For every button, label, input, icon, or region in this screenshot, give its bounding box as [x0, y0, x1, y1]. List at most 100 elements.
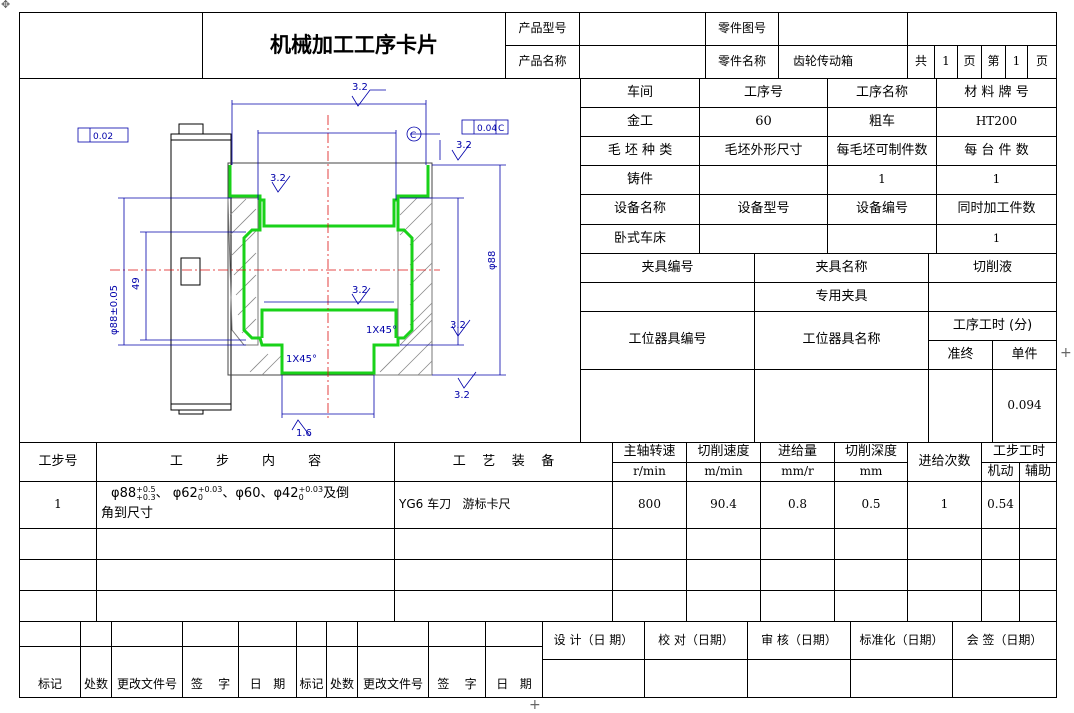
passes-header: 进给次数: [918, 453, 971, 469]
blank-size-value: [700, 166, 827, 194]
step-row-1-cutting-speed: 90.4: [710, 497, 737, 512]
op-no-label: 工序号: [743, 84, 783, 100]
blank-size-label: 毛坯外形尺寸: [724, 142, 803, 158]
doc-no-label: 更改文件号: [116, 676, 177, 691]
op-time-label: 工序工时 (分): [952, 317, 1033, 333]
roughness-label-6: 3.2: [454, 390, 470, 401]
roughness-label-7: 1.6: [296, 428, 312, 439]
sign-label: 会 签（日期）: [966, 632, 1043, 647]
step-row-1-passes: 1: [940, 497, 949, 512]
signature-label: 签 字: [190, 676, 231, 691]
fixture-name-value: 专用夹具: [815, 288, 868, 304]
unit-time-value: 0.094: [1007, 398, 1042, 413]
op-name-value: 粗车: [868, 113, 895, 129]
workshop-label: 车间: [626, 84, 653, 100]
fixture-no-value: [581, 283, 754, 311]
workshop-value: 金工: [626, 113, 653, 129]
station-tool-name-label: 工位器具名称: [802, 332, 881, 348]
page-unit-1: 页: [963, 54, 976, 69]
expand-right-icon[interactable]: +: [1060, 345, 1072, 361]
tolerance-frame-2: [461, 119, 509, 135]
material-label: 材 料 牌 号: [964, 84, 1029, 100]
part-name-value: 齿轮传动箱: [793, 54, 854, 69]
parts-per-blank-value: 1: [878, 172, 886, 187]
depth-unit: mm: [859, 464, 883, 479]
unit-time-label: 单件: [1011, 346, 1038, 362]
equip-model-label: 设备型号: [737, 201, 790, 217]
current-label: 第: [987, 54, 1000, 69]
equip-name-label: 设备名称: [613, 201, 666, 217]
signature-label-2: 签 字: [437, 676, 477, 691]
feed-header: 进给量: [777, 444, 817, 460]
date-label: 日 期: [249, 676, 286, 691]
page-unit-2: 页: [1035, 54, 1048, 69]
spindle-speed-header: 主轴转速: [623, 444, 676, 460]
roughness-label-5: 3.2: [450, 320, 466, 331]
product-model-label: 产品型号: [518, 21, 567, 36]
material-value: HT200: [975, 114, 1018, 129]
equip-name-value: 卧式车床: [613, 230, 666, 246]
dim-label-right: φ88: [487, 251, 498, 270]
feed-unit: mm/r: [781, 464, 814, 479]
expand-bottom-icon[interactable]: +: [529, 697, 541, 713]
tolerance-value-2: 0.04: [477, 124, 497, 134]
step-row-1-equipment: YG6 车刀 游标卡尺: [399, 497, 511, 512]
roughness-label-2: 3.2: [270, 173, 286, 184]
spindle-speed-unit: r/min: [633, 464, 666, 479]
review-label: 审 核（日期）: [761, 632, 837, 647]
depth-header: 切削深度: [844, 444, 897, 460]
step-row-1-spindle-speed: 800: [638, 497, 661, 512]
parts-per-unit-label: 每 台 件 数: [964, 142, 1029, 158]
machine-time-header: 机动: [987, 463, 1014, 479]
content-header: 工 步 内 容: [169, 453, 322, 469]
page-title: 机械加工工序卡片: [270, 32, 438, 58]
parts-per-unit-value: 1: [992, 172, 1001, 187]
dim-label-49: 49: [131, 277, 142, 290]
step-time-header: 工步工时: [992, 444, 1045, 460]
roughness-label-4: 3.2: [352, 285, 368, 296]
fixture-no-label: 夹具编号: [641, 259, 694, 275]
tolerance-value-1: 0.02: [93, 132, 113, 142]
equip-no-value: [828, 225, 936, 253]
station-tool-no-label: 工位器具编号: [628, 332, 707, 348]
cutting-speed-header: 切削速度: [697, 444, 750, 460]
move-handle-icon[interactable]: ✥: [1, 0, 11, 11]
place-label-2: 处数: [329, 676, 354, 691]
datum-label-1: C: [498, 124, 504, 134]
simultaneous-value: 1: [993, 231, 1000, 245]
chamfer-label-2: 1X45°: [286, 354, 317, 365]
simultaneous-label: 同时加工件数: [957, 201, 1036, 217]
op-name-label: 工序名称: [855, 84, 908, 100]
equip-model-value: [700, 225, 827, 253]
tolerance-frame-1: [77, 127, 129, 143]
step-row-1-depth: 0.5: [861, 497, 881, 512]
op-no-value: 60: [755, 113, 772, 129]
mark-label: 标记: [37, 676, 62, 691]
roughness-label-1: 3.2: [352, 82, 368, 93]
equip-no-label: 设备编号: [855, 201, 908, 217]
aux-time-header: 辅助: [1024, 463, 1051, 479]
step-row-1-machine-time: 0.54: [987, 497, 1014, 512]
dim-label-left: φ88±0.05: [109, 285, 120, 335]
standard-label: 标准化（日期）: [859, 632, 944, 647]
datum-label-2: C: [410, 131, 416, 141]
fixture-name-label: 夹具名称: [815, 259, 868, 275]
check-label: 校 对（日期）: [658, 632, 734, 647]
place-label: 处数: [83, 676, 108, 691]
design-label: 设 计（日 期）: [553, 632, 634, 647]
chamfer-label-1: 1X45°: [366, 325, 397, 336]
chuck-body: [170, 133, 232, 411]
blank-type-value: 铸件: [626, 171, 653, 187]
product-name-label: 产品名称: [518, 54, 567, 69]
part-drawing-no-label: 零件图号: [717, 21, 766, 36]
prep-time-value: [929, 370, 992, 442]
step-no-header: 工步号: [38, 453, 78, 469]
mark-label-2: 标记: [299, 676, 324, 691]
step-row-1-no: 1: [54, 497, 62, 512]
part-name-label: 零件名称: [717, 54, 766, 69]
parts-per-blank-label: 每毛坯可制件数: [836, 142, 928, 158]
blank-type-label: 毛 坯 种 类: [607, 142, 673, 158]
